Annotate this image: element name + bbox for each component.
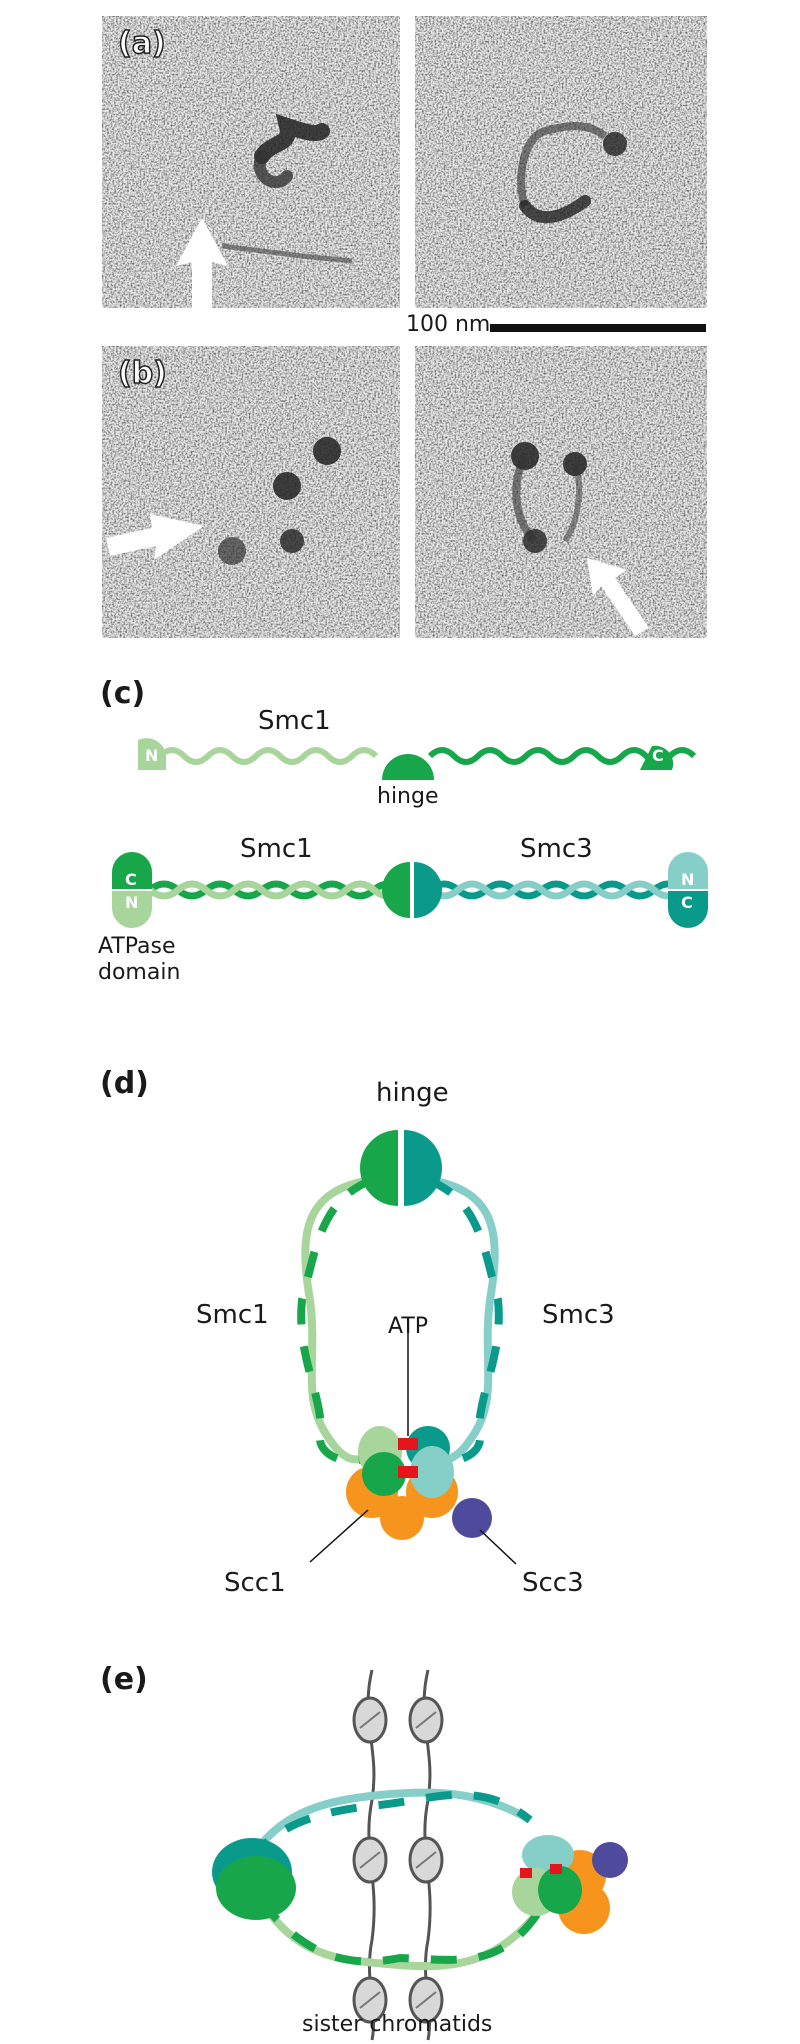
head-complex-e [512, 1835, 628, 1934]
smc3-coiled-coil [427, 880, 685, 900]
smc3-atpase-head [668, 852, 708, 928]
panel-label-d: (d) [100, 1066, 149, 1101]
em-panel-a-left: (a) [102, 16, 400, 308]
scc1-label: Scc1 [224, 1568, 286, 1598]
smc1-n-head [138, 738, 166, 770]
panel-e-diagram [212, 1669, 628, 2041]
hinge-label-d: hinge [376, 1078, 449, 1108]
atp-molecule-1 [398, 1438, 418, 1450]
smc1-head-n-label: N [125, 893, 139, 912]
em-texture [102, 16, 400, 308]
em-texture [102, 346, 400, 638]
smc3-head-d [406, 1426, 454, 1498]
smc3-head-n-label: N [681, 870, 695, 889]
hinge-domain [382, 754, 434, 780]
hinge-dimer [382, 862, 442, 918]
smc3-label-bottom: Smc3 [520, 834, 593, 864]
em-panel-b-right [415, 346, 707, 638]
scc1-pointer [309, 1509, 369, 1563]
hinge-e [212, 1838, 296, 1920]
smc1-head-d [358, 1426, 406, 1496]
smc1-label-d: Smc1 [196, 1300, 269, 1330]
smc1-arm-ring [297, 1176, 381, 1465]
smc1-head-c-label: C [125, 870, 137, 889]
panel-label-e: (e) [100, 1662, 148, 1697]
em-texture [415, 16, 707, 308]
smc3-arm-ring [419, 1176, 503, 1465]
smc1-label-bottom: Smc1 [240, 834, 313, 864]
smc1-n-terminus-label: N [145, 746, 159, 765]
smc3-head-c-label: C [681, 893, 693, 912]
hinge-label-c: hinge [377, 784, 439, 809]
scc3-subunit [452, 1498, 492, 1538]
em-texture [415, 346, 707, 638]
scale-bar [490, 324, 706, 332]
smc1-coiled-coil [147, 880, 405, 900]
em-panel-a-right [415, 16, 707, 308]
panel-label-a: (a) [117, 25, 166, 62]
smc1-c-head [640, 745, 674, 770]
atpase-label-line2: domain [98, 960, 181, 985]
scale-bar-label: 100 nm [406, 312, 491, 337]
em-panel-b-left: (b) [102, 346, 400, 638]
hinge-dimer-d [360, 1130, 442, 1206]
atpase-label-line1: ATPase [98, 934, 176, 959]
smc3-arm-e [246, 1788, 533, 1863]
panel-label-b: (b) [117, 355, 167, 392]
panel-label-c: (c) [100, 676, 146, 711]
arrow-icon [176, 218, 228, 308]
smc1-label-top: Smc1 [258, 706, 331, 736]
atp-label: ATP [388, 1314, 429, 1339]
atp-molecule-2 [398, 1466, 418, 1478]
panel-c-diagram [112, 738, 708, 928]
panel-d-diagram [297, 1130, 517, 1565]
smc1-c-terminus-label: C [652, 746, 664, 765]
sister-chromatids-label: sister chromatids [302, 2012, 493, 2037]
smc1-atpase-head [112, 852, 152, 928]
smc3-label-d: Smc3 [542, 1300, 615, 1330]
smc1-arm-e [256, 1897, 544, 1971]
arrow-icon [587, 558, 649, 636]
arrow-icon [106, 514, 204, 560]
smc1-n-terminal-strand [157, 747, 379, 765]
scc3-pointer [479, 1529, 517, 1565]
scc3-label: Scc3 [522, 1568, 584, 1598]
